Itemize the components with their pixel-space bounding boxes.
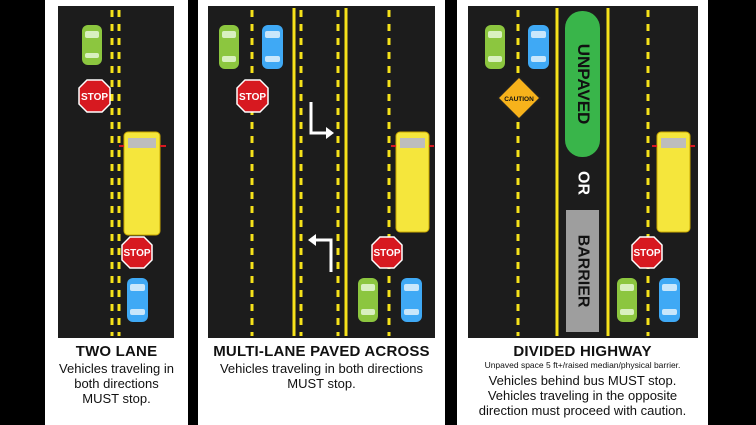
multi-lane-road-diagram: STOP STOP	[208, 6, 435, 338]
two-lane-road-diagram: STOP STOP	[58, 6, 174, 338]
caption-line: Vehicles traveling in	[59, 361, 174, 376]
panel-two-lane: STOP STOP TWO LANE Vehicles traveling in…	[45, 0, 188, 425]
green-car-icon	[358, 278, 378, 322]
green-car-icon	[617, 278, 637, 322]
caption-line: MUST stop.	[82, 391, 151, 406]
caption-line: MUST stop.	[287, 376, 356, 391]
caution-sign-label: CAUTION	[504, 96, 534, 103]
green-car-icon	[82, 25, 102, 65]
turn-arrow-icon	[316, 238, 333, 272]
panel-title: DIVIDED HIGHWAY	[513, 343, 652, 360]
green-car-icon	[485, 25, 505, 69]
stop-sign-label: STOP	[373, 248, 400, 259]
school-bus-icon	[391, 131, 434, 233]
barrier-label: BARRIER	[574, 235, 591, 308]
caption-line: Vehicles behind bus MUST stop.	[488, 373, 677, 388]
panel-note: Unpaved space 5 ft+/raised median/physic…	[484, 360, 681, 370]
divided-highway-diagram: CAUTION STOP UNPAVED OR BARRIER	[468, 6, 698, 338]
stop-sign-label: STOP	[123, 248, 150, 259]
panel-title: MULTI-LANE PAVED ACROSS	[213, 343, 430, 360]
stop-sign-label: STOP	[633, 248, 660, 259]
blue-car-icon	[659, 278, 680, 322]
caption-line: direction must proceed with caution.	[478, 403, 687, 418]
turn-arrow-icon	[326, 127, 334, 139]
panel-divided-highway: CAUTION STOP UNPAVED OR BARRIER DIVIDED …	[457, 0, 708, 425]
barrier-median	[566, 210, 599, 332]
blue-car-icon	[528, 25, 549, 69]
caution-sign-icon	[496, 75, 542, 121]
caption-line: Vehicles traveling in both directions	[219, 361, 424, 376]
caption-line: both directions	[74, 376, 159, 391]
school-bus-icon	[119, 131, 166, 236]
stop-sign-icon	[78, 79, 111, 113]
stop-sign-icon	[631, 236, 663, 269]
stop-sign-label: STOP	[81, 92, 108, 103]
stop-sign-icon	[236, 79, 269, 113]
unpaved-median	[565, 11, 600, 157]
panel-title: TWO LANE	[75, 343, 158, 360]
blue-car-icon	[262, 25, 283, 69]
blue-car-icon	[127, 278, 148, 322]
stop-sign-icon	[121, 236, 153, 269]
turn-arrow-icon	[309, 102, 326, 135]
turn-arrow-icon	[308, 234, 316, 246]
or-label: OR	[574, 171, 591, 195]
caption-line: Vehicles traveling in the opposite	[487, 388, 678, 403]
blue-car-icon	[401, 278, 422, 322]
stop-sign-label: STOP	[239, 92, 266, 103]
school-bus-icon	[652, 131, 695, 233]
panel-multi-lane: STOP STOP MULTI-LANE PAVED ACROSS Vehicl…	[198, 0, 445, 425]
stop-sign-icon	[371, 236, 403, 269]
unpaved-label: UNPAVED	[574, 44, 593, 125]
green-car-icon	[219, 25, 239, 69]
